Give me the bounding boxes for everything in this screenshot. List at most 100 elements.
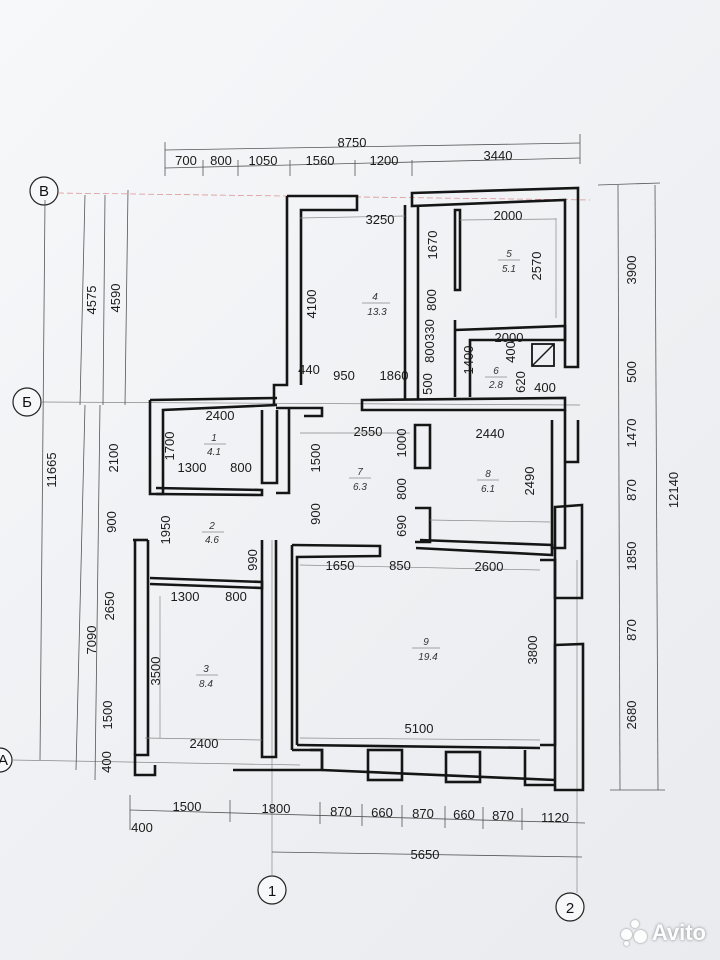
dim-r7-d2: 800 [394,478,409,500]
room-8-area: 6.1 [481,484,495,495]
room-7: 7 6.3 [349,467,371,493]
dim-r6-h4: 400 [503,341,518,363]
dim-r4-d1: 1670 [425,231,440,260]
bottom-dimension-lines [129,795,586,858]
dim-left-chain-1: 2100 [106,444,121,473]
dim-bottom-seg-5: 870 [412,806,434,821]
room-4-area: 13.3 [367,307,387,318]
room-4-number: 4 [372,292,378,303]
dim-top-seg-6: 3440 [484,148,513,163]
dim-right-chain-4: 870 [624,479,639,501]
dim-left-chain-5: 400 [99,751,114,773]
dim-right-chain-7: 2680 [624,701,639,730]
room-3-area: 8.4 [199,679,213,690]
dim-right-chain-6: 870 [624,619,639,641]
dim-left-chain-2: 900 [104,511,119,533]
dim-right-chain-5: 1850 [624,542,639,571]
dim-left-inner-top: 4590 [108,284,123,313]
room-2-number: 2 [208,521,215,532]
left-dimension-lines [39,189,129,781]
axis-label-1: 1 [268,883,276,900]
exterior-walls [133,186,585,792]
dim-r4-b3: 1860 [380,368,409,383]
room-9-area: 19.4 [418,652,438,663]
right-dimension-lines [597,182,665,791]
room-6: 6 2.8 [485,366,507,391]
dim-r4-d3: 330 [422,319,437,341]
dim-right-total: 12140 [666,472,681,508]
dim-r8-width: 2440 [476,426,505,441]
dim-r3-t1: 1300 [171,589,200,604]
top-dimension-lines [164,134,581,176]
dim-bottom-total: 5650 [411,847,440,862]
dim-r6-h1: 800 [422,341,437,363]
dim-bottom-seg-2: 1800 [262,801,291,816]
dim-left-total: 11665 [44,452,59,487]
dim-r9-t3: 2600 [475,559,504,574]
dim-r4-width: 3250 [366,212,395,227]
room-8-number: 8 [485,469,491,480]
dim-r7-h2: 900 [308,503,323,525]
room-1-area: 4.1 [207,447,221,458]
dim-r1-b1: 1300 [178,460,207,475]
dim-r2-door: 990 [245,549,260,571]
dim-r4-d2: 800 [424,289,439,311]
dim-r6-h2: 500 [420,373,435,395]
room-5-number: 5 [506,249,512,260]
dim-right-chain-2: 500 [624,361,639,383]
dim-r1-b2: 800 [230,460,252,475]
dim-r6-width: 2000 [495,330,524,345]
room-7-area: 6.3 [353,482,367,493]
dim-bottom-seg-1: 1500 [173,799,202,814]
dim-bottom-offset: 400 [131,820,153,835]
room-9: 9 19.4 [412,637,440,663]
dim-r9-width: 5100 [405,721,434,736]
room-6-number: 6 [493,366,499,377]
dim-r7-d3: 690 [394,515,409,537]
inner-finish-lines [144,215,557,741]
avito-watermark: Avito [620,920,706,946]
dim-right-chain-3: 1470 [624,419,639,448]
room-3-number: 3 [203,664,209,675]
dim-r9-height: 3800 [525,636,540,665]
dim-r1-width: 2400 [206,408,235,423]
dim-top-seg-4: 1560 [306,153,335,168]
dim-r7-d1: 1000 [394,429,409,458]
room-5: 5 5.1 [498,249,520,275]
dim-top-total: 8750 [338,135,367,150]
dim-r6-bottom: 400 [534,380,556,395]
dim-r3-t2: 800 [225,589,247,604]
axis-label-2: 2 [566,900,574,917]
dim-r3-height: 3500 [148,657,163,686]
dim-r5-height: 2570 [529,252,544,281]
dim-r7-width: 2550 [354,424,383,439]
avito-watermark-text: Avito [651,920,706,945]
window-bottom-1 [366,748,404,782]
dim-top-seg-2: 800 [210,153,232,168]
dim-left-lower: 7090 [84,626,99,655]
axis-marker-2 [555,892,585,922]
dim-right-chain-1: 3900 [624,256,639,285]
dim-r1-height: 1700 [162,432,177,461]
dim-top-seg-1: 700 [175,153,197,168]
room-1: 1 4.1 [204,433,226,458]
dim-top-seg-5: 1200 [370,153,399,168]
room-6-area: 2.8 [488,380,503,391]
dim-r6-h3: 1400 [461,346,476,375]
room-9-number: 9 [423,637,429,648]
dim-bottom-seg-6: 660 [453,807,475,822]
dim-left-chain-4: 1500 [100,701,115,730]
dim-r4-b2: 950 [333,368,355,383]
window-bottom-2 [444,750,482,784]
dim-bottom-seg-3: 870 [330,804,352,819]
room-8: 8 6.1 [477,469,499,495]
dim-bottom-seg-7: 870 [492,808,514,823]
dim-left-upper: 4575 [84,286,99,315]
room-2: 2 4.6 [202,521,224,546]
dim-r6-h5: 620 [513,371,528,393]
room-7-number: 7 [357,467,363,478]
avito-logo-icon [620,920,647,946]
dim-r3-width: 2400 [190,736,219,751]
dim-bottom-seg-4: 660 [371,805,393,820]
